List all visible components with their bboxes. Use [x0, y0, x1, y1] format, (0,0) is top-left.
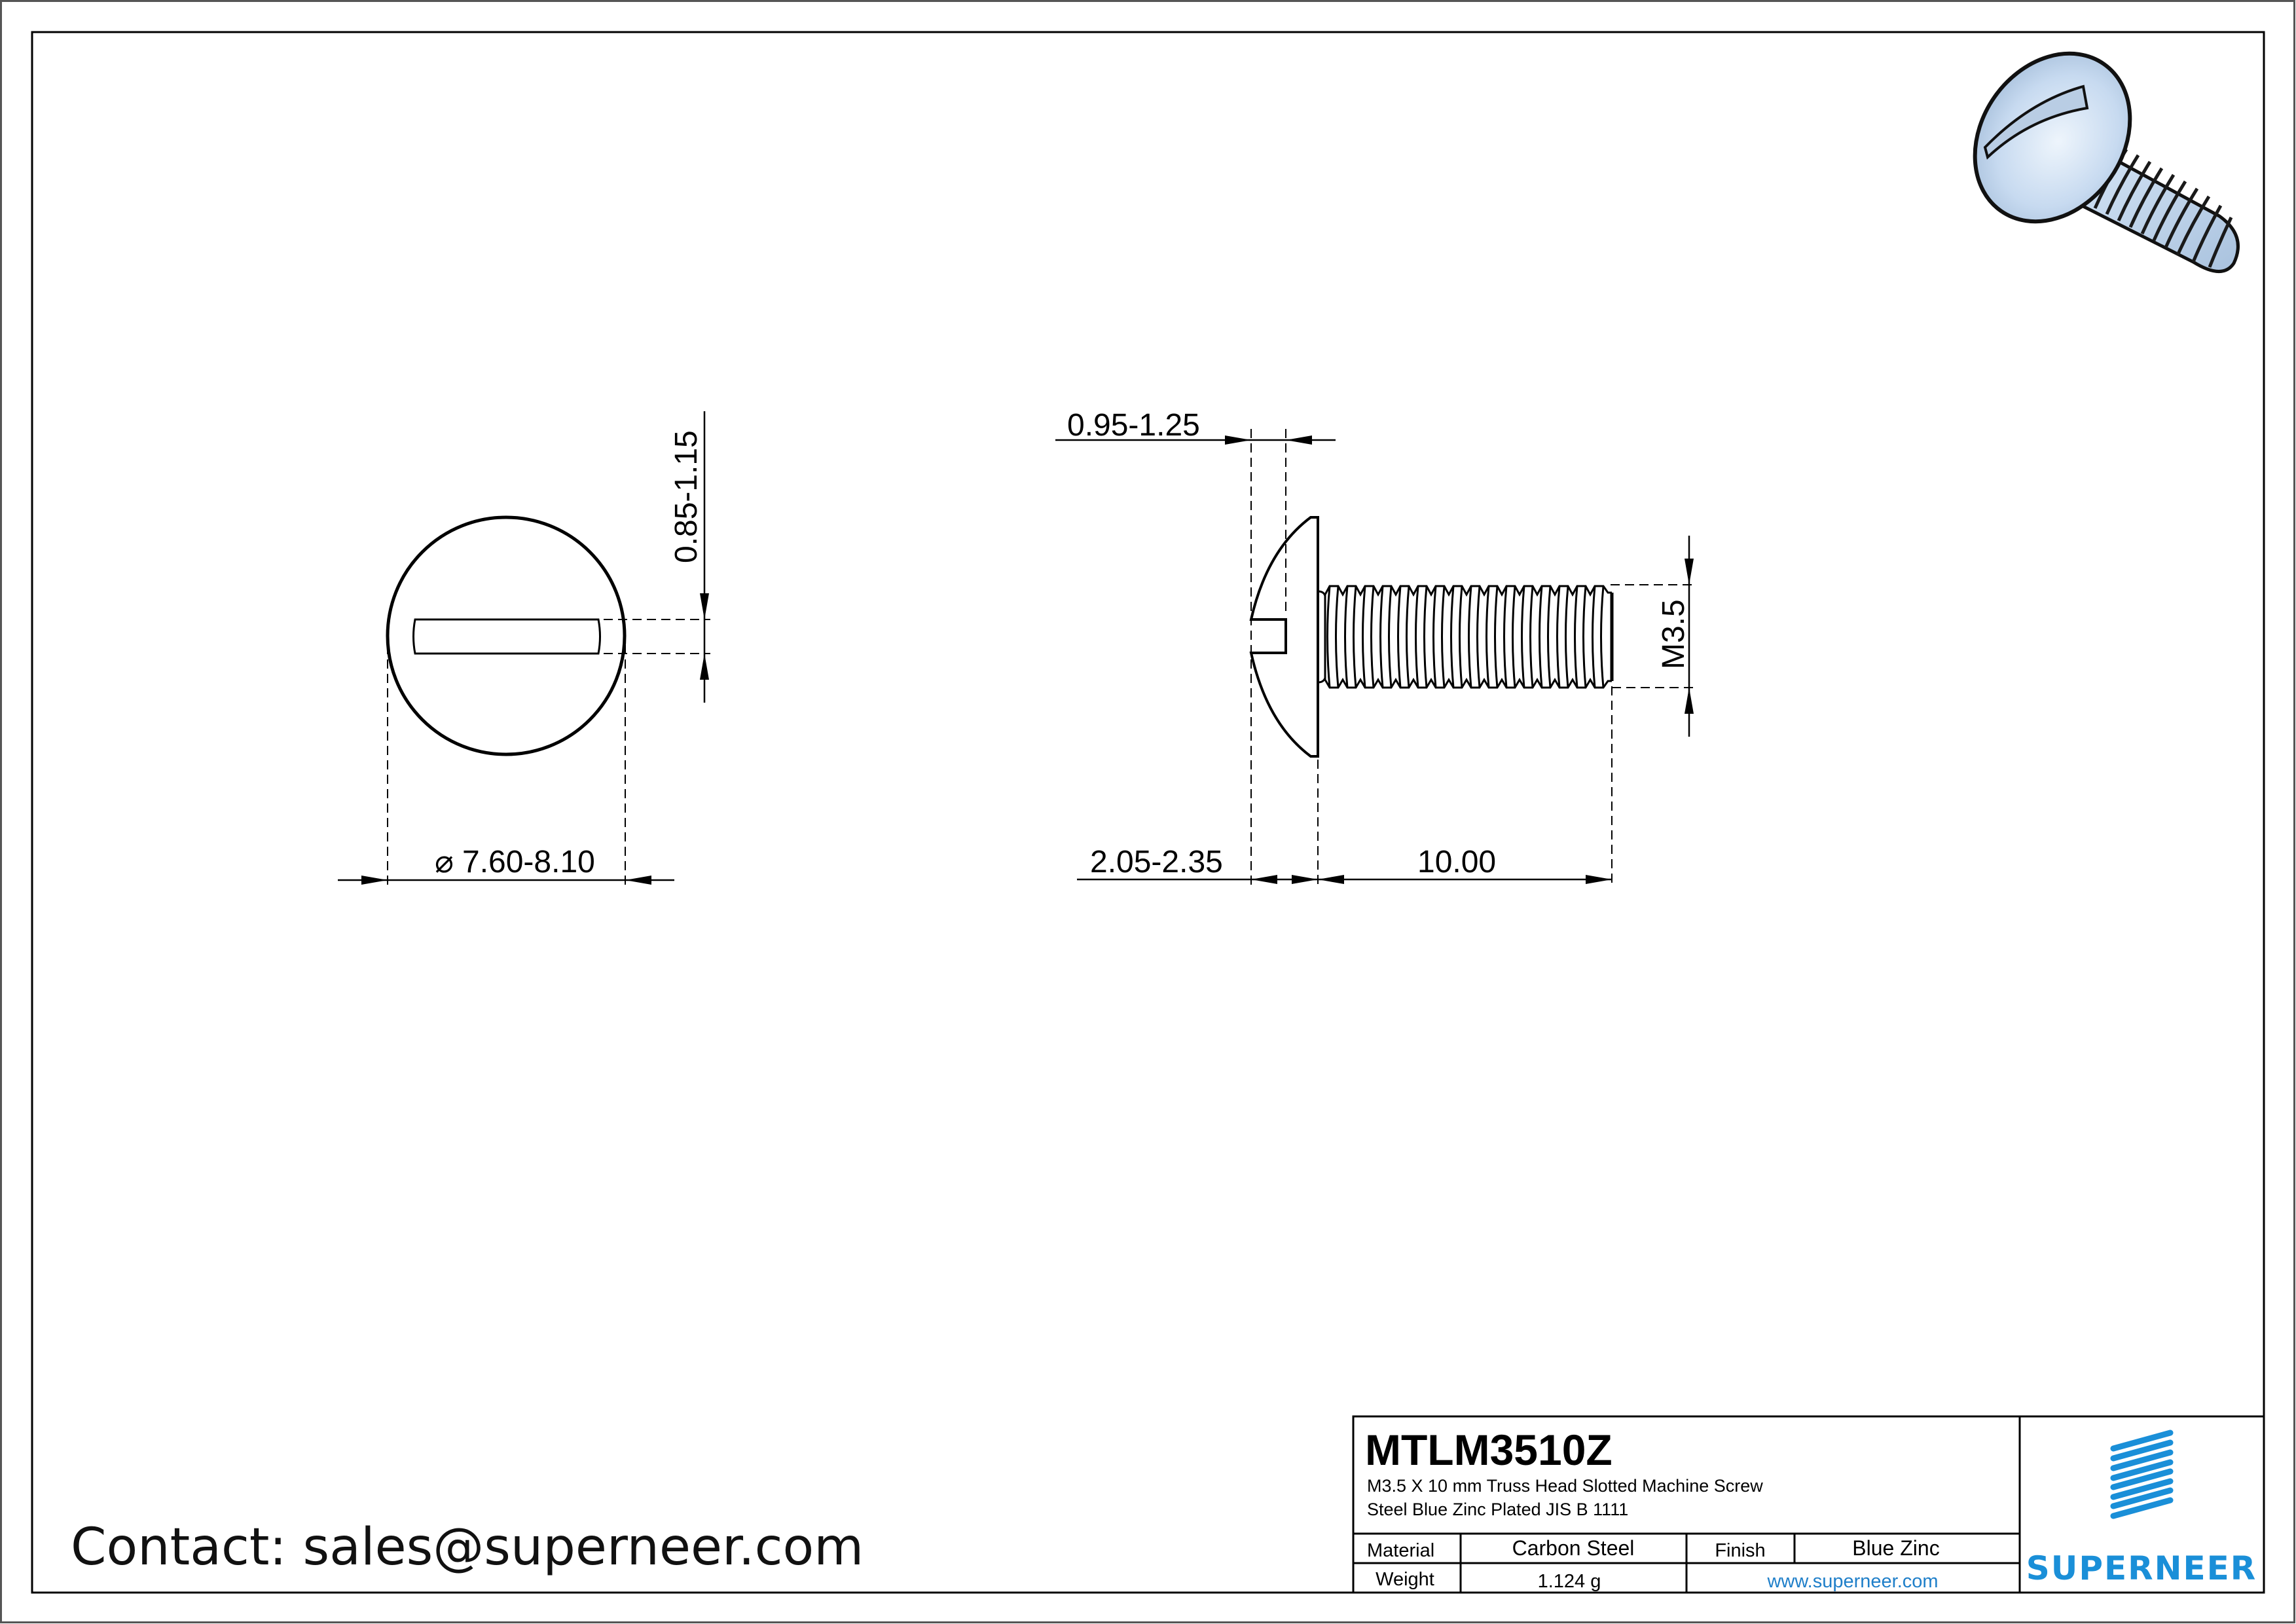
material-label: Material [1367, 1540, 1434, 1561]
brand-name: SUPERNEER [2026, 1549, 2257, 1587]
inner-border [31, 31, 2265, 1594]
finish-label: Finish [1715, 1540, 1765, 1561]
head-height-label: 2.05-2.35 [1090, 845, 1223, 879]
screw-3d-render-icon [1973, 51, 2240, 273]
description-line-1: M3.5 X 10 mm Truss Head Slotted Machine … [1367, 1476, 1763, 1496]
head-diameter-label: 7.60-8.10 [462, 845, 595, 879]
head-profile [1249, 516, 1319, 758]
weight-value: 1.124 g [1538, 1571, 1601, 1592]
slot-outline [412, 618, 601, 655]
diameter-symbol: ⌀ [435, 845, 454, 879]
slot-width-label: 0.85-1.15 [669, 430, 704, 563]
finish-value: Blue Zinc [1852, 1536, 1939, 1560]
title-block: MTLM3510Z M3.5 X 10 mm Truss Head Slotte… [1352, 1415, 2265, 1594]
website-link[interactable]: www.superneer.com [1766, 1571, 1938, 1592]
contact-email[interactable]: Contact: sales@superneer.com [71, 1518, 864, 1577]
slot-depth-label: 0.95-1.25 [1067, 408, 1200, 443]
length-label: 10.00 [1417, 845, 1496, 879]
part-number: MTLM3510Z [1365, 1426, 1613, 1474]
iso-view [1973, 51, 2240, 273]
side-view: 0.95-1.25 2.05-2.35 10.00 M3.5 [1055, 408, 1697, 887]
material-value: Carbon Steel [1512, 1536, 1635, 1560]
top-view: ⌀ 7.60-8.10 0.85-1.15 [338, 411, 710, 887]
description-line-2: Steel Blue Zinc Plated JIS B 1111 [1367, 1500, 1628, 1519]
weight-label: Weight [1376, 1569, 1434, 1590]
head-outline [386, 515, 627, 756]
thread-label: M3.5 [1656, 599, 1691, 669]
brand-logo-icon [2110, 1430, 2174, 1519]
thread [1324, 585, 1614, 689]
